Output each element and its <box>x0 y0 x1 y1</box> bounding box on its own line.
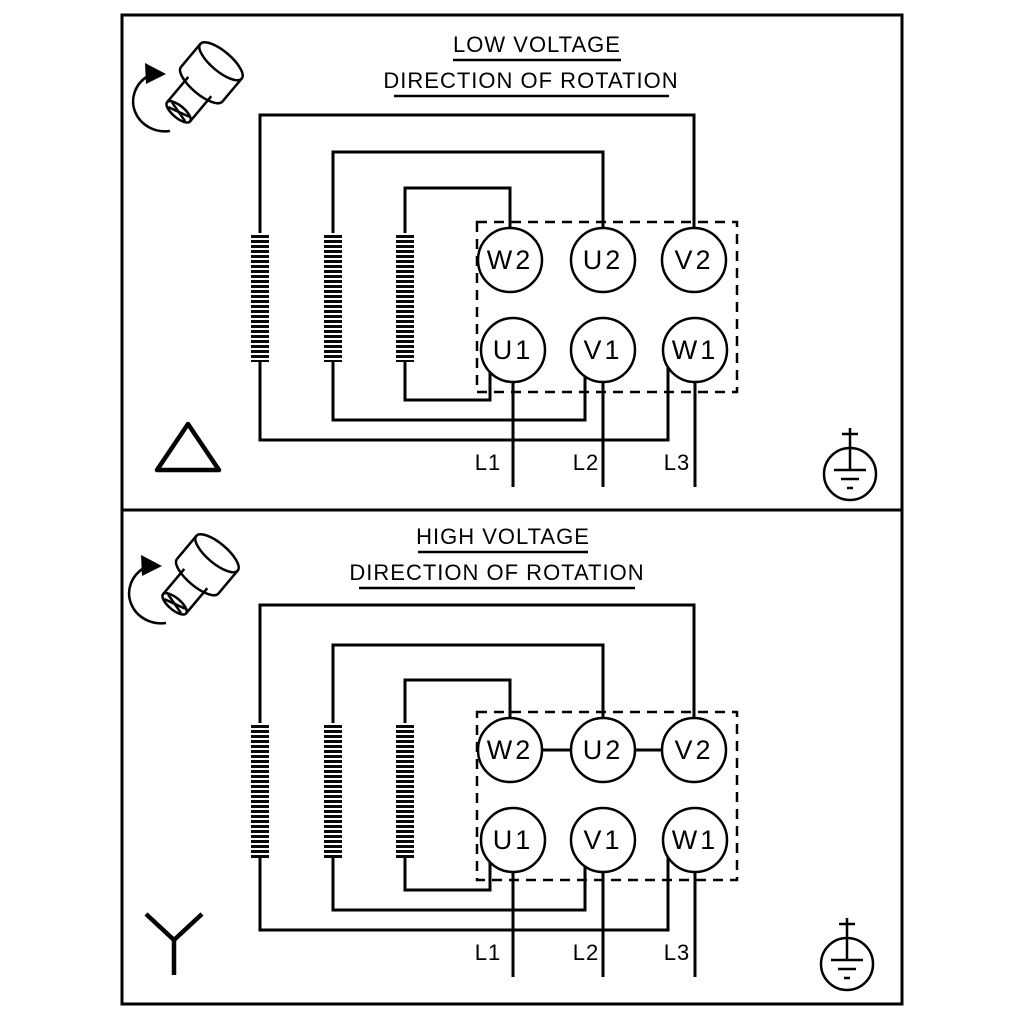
terminal-label-u2: U2 <box>583 245 624 275</box>
terminal-label-u1: U1 <box>493 825 534 855</box>
terminal-u2 <box>569 226 637 294</box>
earth-ground-icon <box>822 426 878 502</box>
terminal-w1 <box>661 806 729 874</box>
terminal-u2 <box>569 716 637 784</box>
winding-coil <box>324 723 342 858</box>
winding-coil <box>396 723 414 858</box>
terminal-label-v2: V2 <box>674 245 713 275</box>
panel-border <box>120 508 904 1006</box>
rotation-subtitle: DIRECTION OF ROTATION <box>349 560 644 585</box>
terminal-label-w1: W1 <box>672 335 719 365</box>
panel-low-voltage: LOW VOLTAGE DIRECTION OF ROTATION W2 U2 … <box>120 13 904 512</box>
terminal-label-v1: V1 <box>583 825 622 855</box>
voltage-title: HIGH VOLTAGE <box>416 524 590 549</box>
motor-shaft-icon <box>131 35 250 136</box>
terminal-label-u1: U1 <box>493 335 534 365</box>
terminal-w2 <box>476 226 544 294</box>
winding-coil <box>324 233 342 362</box>
supply-label-l1: L1 <box>475 450 501 475</box>
terminal-v1 <box>569 806 637 874</box>
winding-coil <box>251 233 269 362</box>
voltage-title: LOW VOLTAGE <box>453 32 621 57</box>
supply-label-l3: L3 <box>664 450 690 475</box>
panel-high-voltage: HIGH VOLTAGE DIRECTION OF ROTATION W2 U2… <box>120 508 904 1006</box>
terminal-label-u2: U2 <box>583 735 624 765</box>
terminal-u1 <box>479 806 547 874</box>
terminal-label-w2: W2 <box>487 245 534 275</box>
terminal-v2 <box>660 226 728 294</box>
terminal-w2 <box>476 716 544 784</box>
terminal-label-v1: V1 <box>583 335 622 365</box>
star-connection-icon <box>144 912 204 975</box>
supply-label-l3: L3 <box>664 940 690 965</box>
rotation-subtitle: DIRECTION OF ROTATION <box>383 68 678 93</box>
terminal-board-outline <box>475 710 739 882</box>
motor-shaft-icon <box>127 527 246 628</box>
terminal-v1 <box>569 316 637 384</box>
supply-label-l2: L2 <box>573 450 599 475</box>
terminal-u1 <box>479 316 547 384</box>
terminal-board-outline <box>475 220 739 394</box>
winding-wire-middle <box>331 643 605 912</box>
delta-connection-icon <box>154 421 222 473</box>
winding-coil <box>251 723 269 858</box>
winding-wire-middle <box>331 150 605 422</box>
terminal-v2 <box>660 716 728 784</box>
supply-label-l1: L1 <box>475 940 501 965</box>
winding-coil <box>396 233 414 362</box>
terminal-w1 <box>661 316 729 384</box>
terminal-label-w1: W1 <box>672 825 719 855</box>
terminal-label-v2: V2 <box>674 735 713 765</box>
terminal-label-w2: W2 <box>487 735 534 765</box>
supply-label-l2: L2 <box>573 940 599 965</box>
earth-ground-icon <box>819 916 875 992</box>
